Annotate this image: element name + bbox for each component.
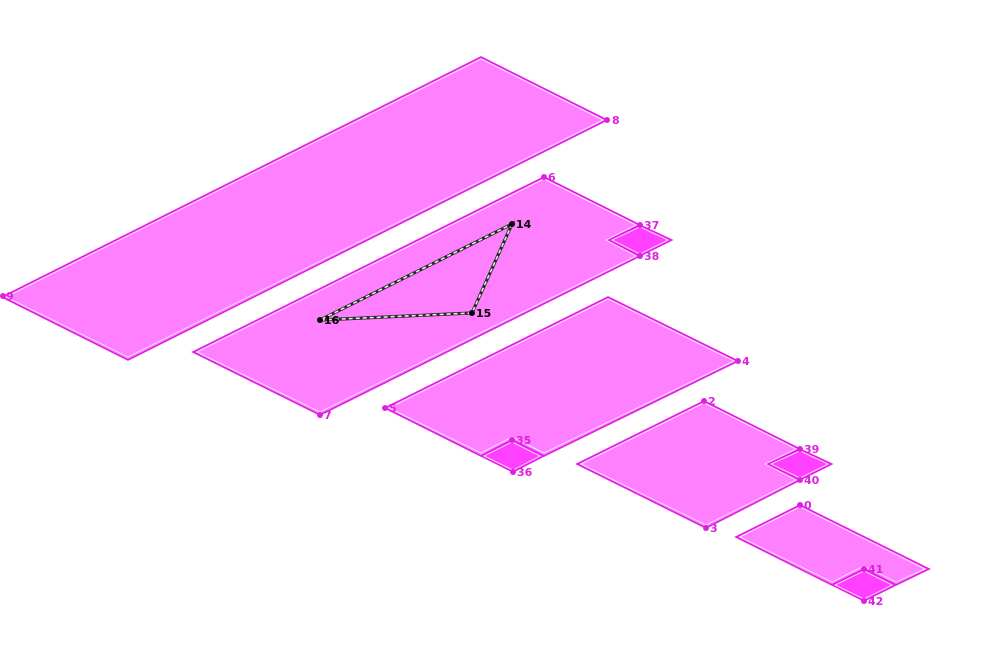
vertex-label-3: 3 [710, 522, 718, 535]
vertex-dots [0, 117, 867, 604]
vertex-dot-41 [861, 566, 867, 572]
vertex-label-36: 36 [517, 466, 533, 479]
vertex-dot-37 [637, 222, 643, 228]
vertex-dot-38 [637, 253, 643, 259]
vertex-label-6: 6 [548, 171, 556, 184]
vertex-dot-6 [541, 174, 547, 180]
vertex-dot-0 [797, 502, 803, 508]
vertex-label-41: 41 [868, 563, 883, 576]
vertex-label-37: 37 [644, 219, 659, 232]
vertex-dot-7 [317, 412, 323, 418]
vertex-dot-2 [701, 398, 707, 404]
vertex-dot-15 [469, 310, 475, 316]
vertex-label-14: 14 [516, 218, 532, 231]
plate-top-inner-outline [5, 58, 604, 358]
vertex-dot-3 [703, 525, 709, 531]
vertex-dot-8 [604, 117, 610, 123]
vertex-label-35: 35 [516, 434, 531, 447]
vertex-label-38: 38 [644, 250, 659, 263]
vertex-label-8: 8 [612, 114, 620, 127]
vertex-label-40: 40 [804, 474, 820, 487]
vertex-label-16: 16 [324, 314, 340, 327]
vertex-label-9: 9 [6, 290, 14, 303]
vertex-dot-4 [735, 358, 741, 364]
vertex-label-4: 4 [742, 355, 750, 368]
vertex-label-0: 0 [804, 499, 812, 512]
plate-top-shape [0, 56, 609, 361]
vertex-dot-5 [382, 405, 388, 411]
plate-bottom [734, 504, 931, 602]
plate-bottom-shape [734, 504, 931, 586]
vertex-label-15: 15 [476, 307, 491, 320]
vertex-label-5: 5 [389, 402, 397, 415]
triangle-14-15-16 [319, 220, 516, 322]
vertex-labels: 8 9 6 7 37 38 4 5 35 36 2 3 39 40 0 41 4… [6, 114, 883, 608]
vertex-label-39: 39 [804, 443, 819, 456]
vertex-dot-35 [509, 437, 515, 443]
vertex-dot-39 [797, 446, 803, 452]
vertex-label-2: 2 [708, 395, 716, 408]
vertex-dot-42 [861, 598, 867, 604]
vertex-label-42: 42 [868, 595, 883, 608]
vertex-dot-14 [509, 221, 515, 227]
vertex-dot-9 [0, 293, 6, 299]
vertex-dot-36 [510, 469, 516, 475]
triangle-dashes [319, 222, 514, 321]
plate-second-inner-outline [196, 178, 637, 413]
plate-fourth-inner-outline [580, 402, 797, 526]
vertex-label-7: 7 [324, 409, 332, 422]
vertex-dot-16 [317, 317, 323, 323]
plate-top [0, 56, 609, 361]
vertex-dot-40 [797, 477, 803, 483]
